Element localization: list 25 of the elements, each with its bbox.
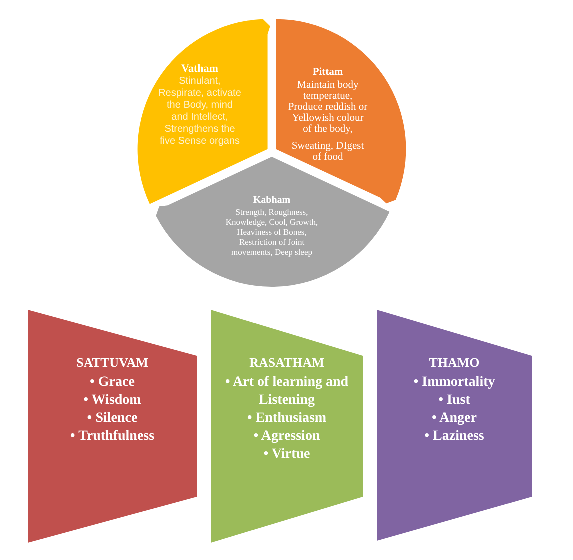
segment-title: Kabham bbox=[253, 194, 291, 207]
panel-title: THAMO bbox=[429, 355, 480, 371]
list-item: • Laziness bbox=[424, 428, 484, 446]
segment-title: Pittam bbox=[312, 66, 344, 80]
list-item: • Wisdom bbox=[84, 392, 142, 410]
segment-title: Vatham bbox=[182, 63, 218, 76]
trapezoid-panel bbox=[377, 310, 532, 541]
panel-title: RASATHAM bbox=[250, 355, 324, 371]
list-item: • Iust bbox=[438, 392, 470, 410]
list-item: • Art of learning and Listening bbox=[224, 374, 350, 410]
list-item: • Grace bbox=[90, 374, 135, 392]
list-item: • Agression bbox=[254, 428, 320, 446]
trapezoid-panel bbox=[28, 310, 197, 543]
list-item: • Immortality bbox=[414, 374, 496, 392]
list-item: • Silence bbox=[87, 410, 138, 428]
segment-description: Strength, Roughness, Knowledge, Cool, Growth, Heaviness of Bones, Restriction of Joint movements, Deep sleep bbox=[224, 207, 320, 257]
list-item: • Enthusiasm bbox=[247, 410, 327, 428]
list-item: • Truthfulness bbox=[70, 428, 155, 446]
trapezoid-panel bbox=[211, 310, 363, 543]
segment-description: Stinulant, Respirate, activate the Body, mind and Intellect, Strengthens the five Sense organs bbox=[158, 76, 242, 148]
segment-description: Maintain body temperatue, Produce reddish or Yellowish colour of the body, bbox=[287, 80, 369, 135]
segment-description: Sweating, DIgest of food bbox=[290, 141, 366, 163]
list-item: • Anger bbox=[432, 410, 477, 428]
panel-title: SATTUVAM bbox=[76, 355, 148, 371]
list-item: • Virtue bbox=[264, 446, 310, 464]
